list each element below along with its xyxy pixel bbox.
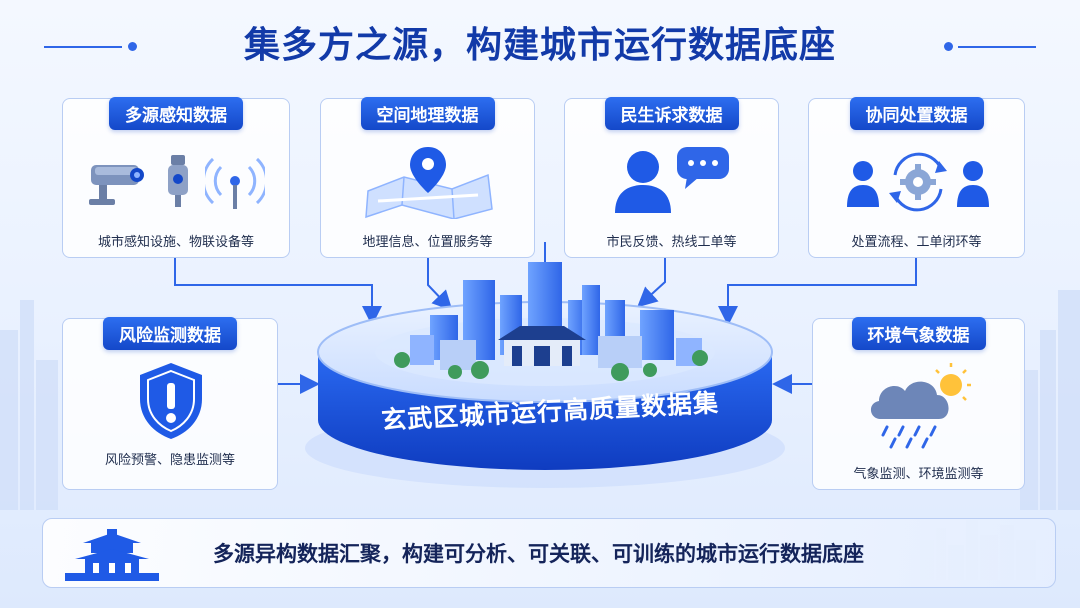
card-risk-desc: 风险预警、隐患监测等 bbox=[104, 453, 235, 468]
pavilion-icon bbox=[65, 529, 159, 581]
warning-shield-icon bbox=[140, 363, 202, 439]
city-buildings bbox=[394, 242, 708, 381]
summary-text: 多源异构数据汇聚，构建可分析、可关联、可训练的城市运行数据底座 bbox=[213, 542, 864, 566]
cloud-rain-sun-icon bbox=[870, 363, 971, 449]
arrow-collab bbox=[718, 258, 917, 326]
surveillance-camera-icon bbox=[89, 165, 144, 205]
title-decor-dot-left bbox=[128, 42, 137, 51]
card-livelihood-label: 民生诉求数据 bbox=[604, 97, 739, 130]
arrow-perception bbox=[174, 258, 382, 326]
title-decor-line-right bbox=[958, 46, 1036, 48]
card-geo: 空间地理数据 地理信息、位置服务等 bbox=[320, 97, 535, 258]
card-collab: 协同处置数据 处置流程、工单闭环等 bbox=[808, 97, 1025, 258]
chat-bubble-icon bbox=[677, 147, 729, 189]
card-perception: 多源感知数据 城市感知设施、物联设备等 bbox=[62, 97, 290, 258]
title-decor-line-left bbox=[44, 46, 122, 48]
card-perception-desc: 城市感知设施、物联设备等 bbox=[97, 235, 254, 250]
card-geo-desc: 地理信息、位置服务等 bbox=[362, 235, 493, 250]
card-environment-desc: 气象监测、环境监测等 bbox=[853, 467, 984, 482]
team-gear-cycle-icon bbox=[847, 152, 989, 212]
card-environment: 环境气象数据 气象监测、环境监测等 bbox=[812, 317, 1025, 490]
title-bar: 集多方之源，构建城市运行数据底座 bbox=[0, 18, 1080, 74]
user-icon bbox=[615, 151, 671, 213]
card-perception-label: 多源感知数据 bbox=[109, 97, 243, 130]
page-title: 集多方之源，构建城市运行数据底座 bbox=[243, 25, 836, 66]
card-collab-desc: 处置流程、工单闭环等 bbox=[851, 235, 982, 250]
arrow-geo bbox=[427, 258, 453, 311]
summary-bar: 多源异构数据汇聚，构建可分析、可关联、可训练的城市运行数据底座 bbox=[42, 518, 1056, 588]
arrow-livelihood bbox=[637, 258, 666, 308]
card-environment-label: 环境气象数据 bbox=[851, 317, 986, 350]
wireless-antenna-icon bbox=[205, 157, 265, 209]
card-livelihood-desc: 市民反馈、热线工单等 bbox=[606, 235, 737, 250]
card-risk-label: 风险监测数据 bbox=[103, 317, 237, 350]
title-decor-dot-right bbox=[944, 42, 953, 51]
card-geo-label: 空间地理数据 bbox=[360, 97, 495, 130]
card-livelihood: 民生诉求数据 市民反馈、热线工单等 bbox=[564, 97, 779, 258]
card-collab-label: 协同处置数据 bbox=[849, 97, 984, 130]
sensor-icon bbox=[168, 155, 188, 207]
card-risk: 风险监测数据 风险预警、隐患监测等 bbox=[62, 317, 278, 490]
map-pin-icon bbox=[365, 147, 493, 219]
